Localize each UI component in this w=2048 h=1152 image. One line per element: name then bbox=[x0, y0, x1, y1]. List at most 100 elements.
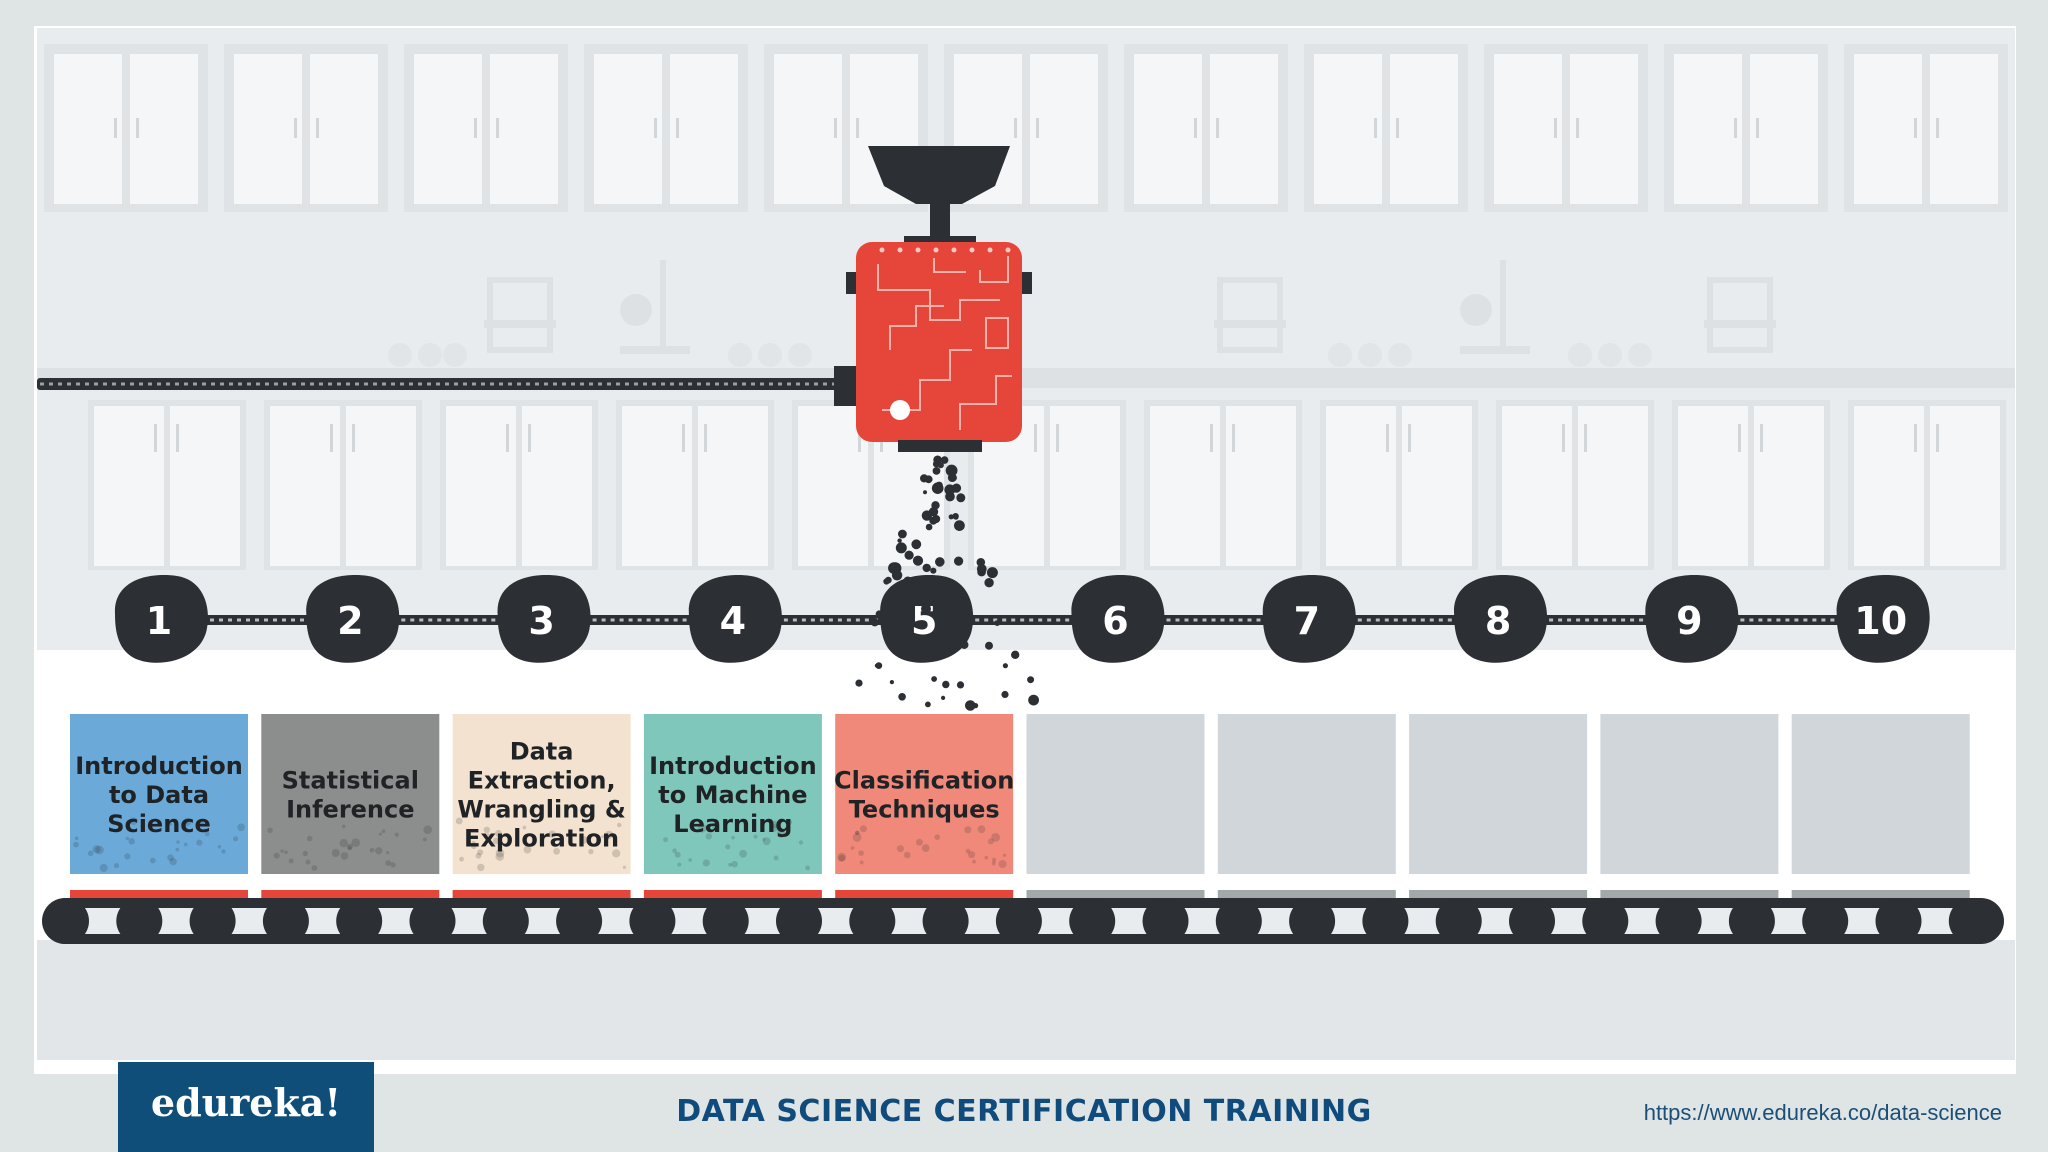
circuit-pattern bbox=[877, 256, 1012, 430]
feed-rail bbox=[37, 378, 837, 390]
step-box-label-line: Extraction, bbox=[468, 767, 616, 795]
step-node-blob bbox=[688, 575, 782, 663]
belt-roller bbox=[922, 898, 969, 944]
machine-light bbox=[890, 400, 910, 420]
particle bbox=[976, 564, 987, 574]
belt-roller bbox=[776, 898, 822, 944]
particle bbox=[875, 610, 883, 618]
particle bbox=[912, 555, 924, 566]
belt-roller bbox=[1655, 898, 1702, 944]
machine-rivets bbox=[879, 247, 1011, 253]
step-node-10: 10 bbox=[1836, 575, 1930, 663]
step-number: 9 bbox=[1676, 599, 1702, 643]
particle bbox=[950, 474, 957, 481]
retort-stand bbox=[620, 260, 690, 354]
particle bbox=[881, 618, 888, 625]
upper-cabinet bbox=[1664, 44, 1828, 212]
particle bbox=[915, 592, 921, 598]
particle bbox=[942, 680, 950, 689]
particle bbox=[903, 576, 913, 586]
particle bbox=[956, 493, 966, 503]
flask-silhouette bbox=[418, 343, 442, 367]
step-number: 8 bbox=[1485, 599, 1511, 643]
flask-silhouette bbox=[788, 343, 812, 367]
belt-roller bbox=[1948, 898, 1995, 944]
particle bbox=[985, 641, 993, 650]
step-box-10 bbox=[1787, 714, 1974, 902]
particle bbox=[1001, 690, 1009, 699]
particle bbox=[984, 578, 994, 588]
particle bbox=[944, 484, 956, 496]
belt-roller bbox=[116, 898, 163, 944]
flask-silhouette bbox=[443, 343, 467, 367]
step-node-blob bbox=[306, 575, 400, 663]
footer-url[interactable]: https://www.edureka.co/data-science bbox=[1643, 1100, 2002, 1125]
particle bbox=[976, 558, 986, 567]
particle bbox=[932, 467, 941, 475]
step-box-label-line: to Machine bbox=[658, 781, 807, 809]
particle bbox=[994, 620, 1001, 626]
particle bbox=[944, 578, 950, 584]
machine-collar bbox=[904, 236, 976, 246]
belt-floor bbox=[37, 940, 2015, 1060]
step-node-blob bbox=[1262, 575, 1356, 663]
step-box-fill bbox=[1600, 714, 1779, 874]
step-box-9 bbox=[1596, 714, 1783, 902]
edureka-logo: edureka! bbox=[118, 1062, 374, 1152]
upper-cabinet bbox=[404, 44, 568, 212]
belt-roller bbox=[556, 898, 603, 944]
belt-roller bbox=[1509, 898, 1555, 944]
step-node-blob bbox=[1071, 575, 1165, 663]
step-node-2: 2 bbox=[306, 575, 400, 663]
step-box-label-line: Techniques bbox=[849, 796, 1000, 824]
step-node-7: 7 bbox=[1262, 575, 1356, 663]
flask-silhouette bbox=[388, 343, 412, 367]
step-node-blob bbox=[497, 575, 591, 663]
track-segment bbox=[1538, 615, 1650, 625]
particle bbox=[986, 567, 998, 579]
step-number: 1 bbox=[146, 599, 172, 643]
step-number: 2 bbox=[337, 599, 363, 643]
particle bbox=[855, 679, 863, 687]
upper-cabinet bbox=[1484, 44, 1648, 212]
lower-cabinet bbox=[1320, 400, 1478, 570]
particle bbox=[935, 481, 943, 489]
particle bbox=[925, 701, 931, 708]
particle bbox=[922, 563, 931, 573]
lower-cabinet bbox=[88, 400, 246, 570]
step-box-fill bbox=[1409, 714, 1588, 874]
lower-cabinet bbox=[440, 400, 598, 570]
step-box-label-line: Wrangling & bbox=[457, 796, 625, 824]
belt-roller bbox=[1435, 898, 1482, 944]
particle bbox=[965, 700, 976, 711]
flask-silhouette bbox=[1388, 343, 1412, 367]
step-box-fill bbox=[1791, 714, 1970, 874]
particle bbox=[898, 529, 907, 539]
machine-neck bbox=[930, 200, 950, 240]
step-node-blob bbox=[1454, 575, 1548, 663]
step-box-fill bbox=[452, 714, 631, 874]
step-number: 3 bbox=[528, 599, 554, 643]
belt-roller bbox=[482, 898, 529, 944]
belt-roller bbox=[995, 898, 1042, 944]
belt-roller bbox=[1215, 898, 1262, 944]
step-box-fill bbox=[835, 714, 1014, 874]
belt-roller bbox=[43, 898, 89, 944]
upper-cabinet bbox=[224, 44, 388, 212]
particle bbox=[927, 576, 939, 588]
belt-roller bbox=[849, 898, 896, 944]
step-node-blob bbox=[1836, 575, 1930, 663]
particle bbox=[931, 511, 936, 516]
falling-particles bbox=[855, 455, 1039, 711]
track-segment bbox=[772, 615, 885, 625]
machine-hopper bbox=[868, 146, 1010, 204]
upper-cabinet bbox=[1844, 44, 2008, 212]
processing-machine bbox=[834, 146, 1032, 452]
particle bbox=[927, 477, 933, 482]
step-box-8 bbox=[1405, 714, 1592, 902]
flask-silhouette bbox=[728, 343, 752, 367]
belt-roller bbox=[1875, 898, 1922, 944]
